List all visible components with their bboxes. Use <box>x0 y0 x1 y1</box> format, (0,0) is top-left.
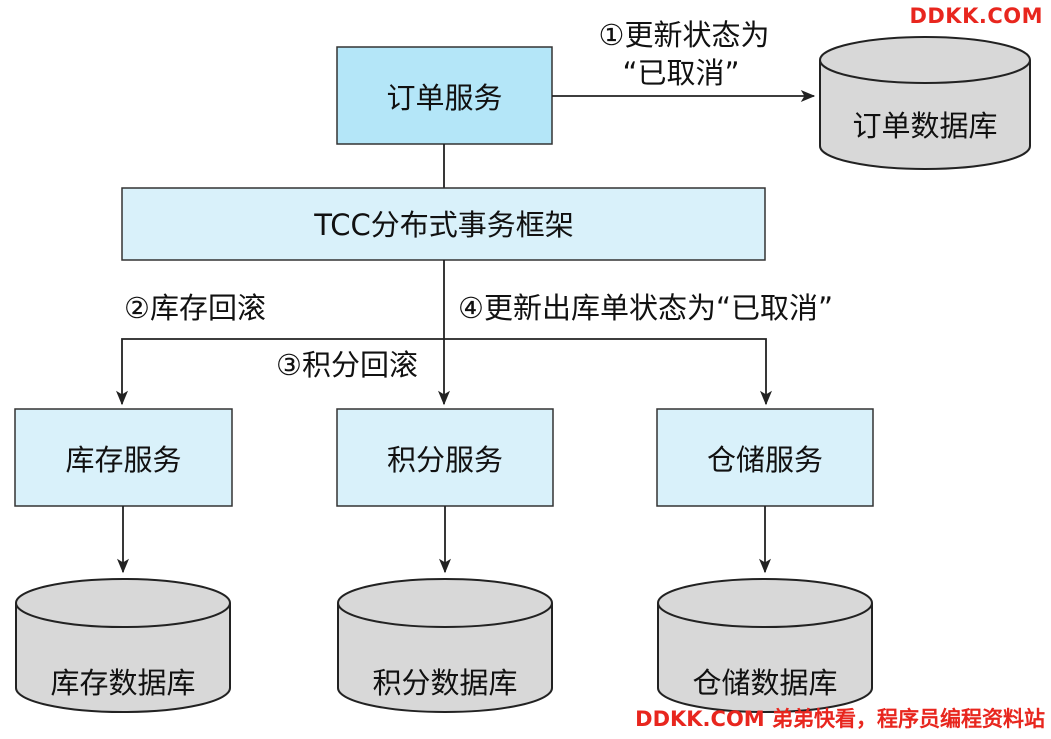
branch-connectors <box>116 260 772 406</box>
points-service-node: 积分服务 <box>336 408 554 507</box>
points-db-label: 积分数据库 <box>372 666 517 700</box>
order-service-label: 订单服务 <box>386 81 502 115</box>
warehouse-db-label: 仓储数据库 <box>692 666 837 700</box>
step1-label-line2: “已取消” <box>622 56 739 90</box>
watermark-top: DDKK.COM <box>909 4 1043 28</box>
step2-label: ②库存回滚 <box>124 291 266 325</box>
points-service-label: 积分服务 <box>387 443 503 477</box>
order-db-node: 订单数据库 <box>819 36 1031 170</box>
points-db-node: 积分数据库 <box>337 578 553 713</box>
step1-label-line1: ①更新状态为 <box>599 18 770 52</box>
service-to-db-arrows <box>117 506 771 574</box>
inventory-db-label: 库存数据库 <box>50 666 195 700</box>
inventory-db-node: 库存数据库 <box>15 578 231 713</box>
warehouse-db-node: 仓储数据库 <box>657 578 873 713</box>
tcc-framework-label: TCC分布式事务框架 <box>313 208 574 242</box>
order-db-label: 订单数据库 <box>852 109 997 143</box>
step4-label: ④更新出库单状态为“已取消” <box>458 291 833 325</box>
order-service-node: 订单服务 <box>336 46 553 145</box>
tcc-framework-node: TCC分布式事务框架 <box>121 187 766 261</box>
warehouse-service-node: 仓储服务 <box>656 408 874 507</box>
warehouse-service-label: 仓储服务 <box>707 443 823 477</box>
watermark-bottom: DDKK.COM 弟弟快看，程序员编程资料站 <box>635 707 1045 731</box>
inventory-service-label: 库存服务 <box>65 443 181 477</box>
step3-label: ③积分回滚 <box>276 348 418 382</box>
inventory-service-node: 库存服务 <box>14 408 233 507</box>
